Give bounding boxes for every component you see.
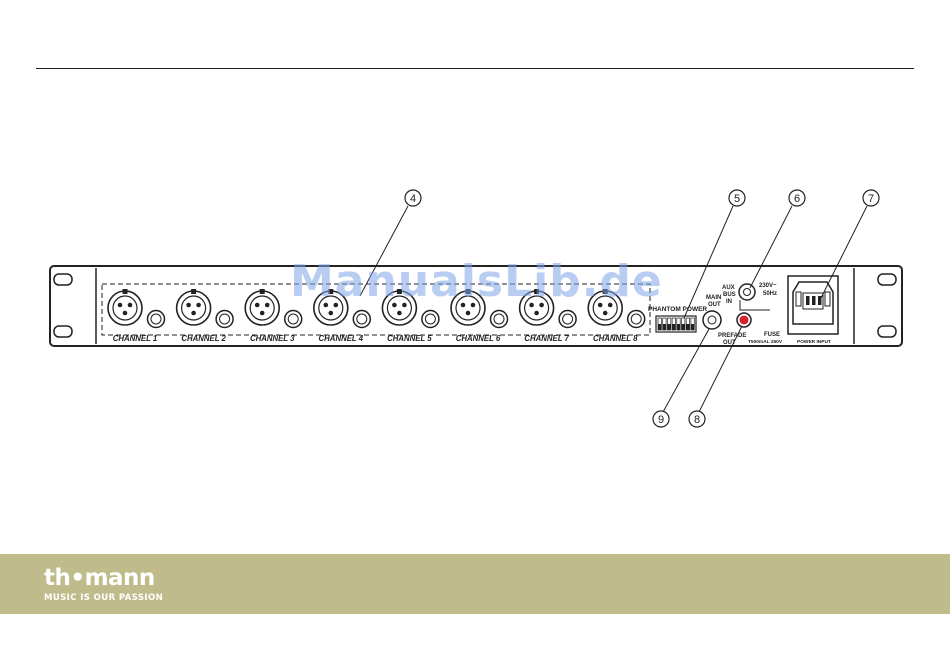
channel-3-label: CHANNEL 3 (250, 334, 295, 343)
callout-5: 5 (729, 190, 745, 206)
phantom-power-label: PHANTOM POWER (648, 306, 707, 313)
brand-wordmark: th•mann (44, 566, 163, 590)
frequency-label: 50Hz (763, 291, 777, 297)
prefade-label: PREFADE (718, 333, 746, 339)
callout-6: 6 (789, 190, 805, 206)
channel-1-insert-jack (148, 311, 165, 328)
aux-label: AUX (722, 285, 735, 291)
channel-4-label: CHANNEL 4 (319, 334, 364, 343)
channel-3-insert-jack (285, 311, 302, 328)
fuse-label: FUSE (764, 332, 780, 338)
main-out-label: OUT (708, 302, 721, 308)
channel-2-label: CHANNEL 2 (181, 334, 226, 343)
callout-4: 4 (405, 190, 421, 206)
channel-7-insert-jack (559, 311, 576, 328)
brand-logo: th•mann MUSIC IS OUR PASSION (44, 566, 163, 603)
svg-text:4: 4 (410, 193, 416, 205)
brand-tagline: MUSIC IS OUR PASSION (44, 593, 163, 603)
channel-5-insert-jack (422, 311, 439, 328)
svg-text:9: 9 (658, 414, 664, 426)
svg-text:7: 7 (868, 193, 874, 205)
aux-bus-in-jack (739, 284, 755, 300)
phantom-power-switch (656, 316, 696, 332)
svg-text:5: 5 (734, 193, 740, 205)
channel-8-label: CHANNEL 8 (593, 334, 638, 343)
main-out-jack (703, 311, 721, 329)
main-label: MAIN (706, 295, 721, 301)
callout-9: 9 (653, 411, 669, 427)
callout-7: 7 (863, 190, 879, 206)
callout-8: 8 (689, 411, 705, 427)
channel-6-label: CHANNEL 6 (456, 334, 501, 343)
power-input-label: POWER INPUT (797, 339, 831, 345)
channel-7-label: CHANNEL 7 (524, 334, 569, 343)
channel-5-label: CHANNEL 5 (387, 334, 432, 343)
channel-1-label: CHANNEL 1 (113, 334, 157, 343)
bus-label: BUS (723, 292, 736, 298)
svg-text:6: 6 (794, 193, 800, 205)
channel-6-insert-jack (491, 311, 508, 328)
channel-2-insert-jack (216, 311, 233, 328)
channel-4-insert-jack (353, 311, 370, 328)
svg-text:8: 8 (694, 414, 700, 426)
voltage-label: 230V~ (759, 283, 777, 289)
in-label: IN (726, 299, 732, 305)
channel-8-insert-jack (628, 311, 645, 328)
fuse-rating-label: T500mAL 250V (748, 339, 783, 345)
watermark: ManualsLib.de (290, 256, 663, 307)
